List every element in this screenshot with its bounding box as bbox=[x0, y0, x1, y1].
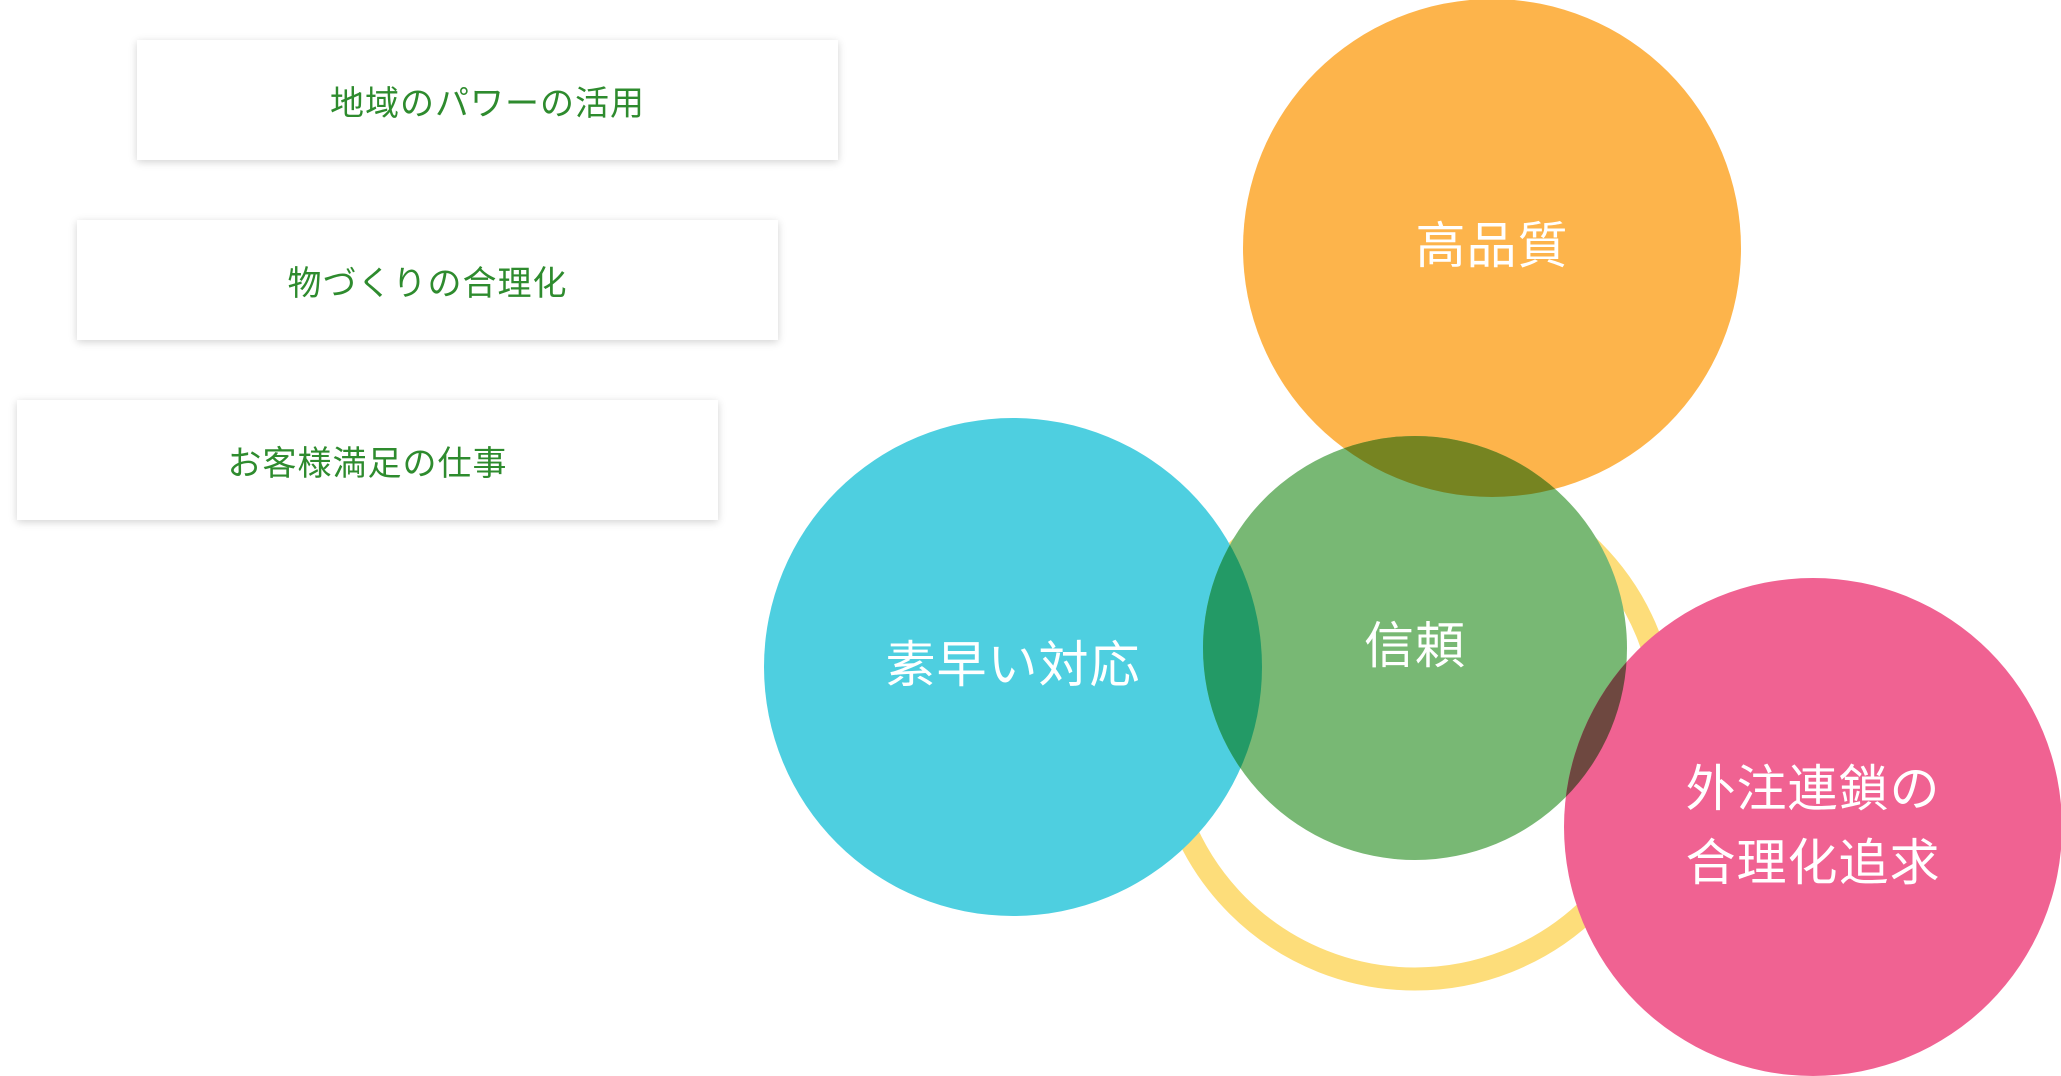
feature-card-customer-satisfaction: お客様満足の仕事 bbox=[17, 400, 718, 520]
circle-quick-response bbox=[764, 418, 1262, 916]
feature-card-local-power: 地域のパワーの活用 bbox=[137, 40, 838, 160]
circle-outsourcing bbox=[1564, 578, 2061, 1076]
feature-card-label: お客様満足の仕事 bbox=[227, 443, 508, 484]
circle-high-quality bbox=[1243, 0, 1741, 497]
circle-label-outsourcing-line2: 合理化追求 bbox=[1686, 834, 1941, 892]
feature-card-manufacturing: 物づくりの合理化 bbox=[77, 220, 778, 340]
circle-label-outsourcing-line1: 外注連鎖の bbox=[1686, 760, 1941, 818]
feature-card-label: 地域のパワーの活用 bbox=[330, 83, 645, 124]
circle-trust bbox=[1203, 436, 1627, 860]
circle-label-quick-response: 素早い対応 bbox=[886, 636, 1141, 694]
circle-label-trust: 信頼 bbox=[1364, 617, 1466, 675]
feature-card-label: 物づくりの合理化 bbox=[287, 263, 568, 304]
circle-label-high-quality: 高品質 bbox=[1416, 217, 1569, 275]
